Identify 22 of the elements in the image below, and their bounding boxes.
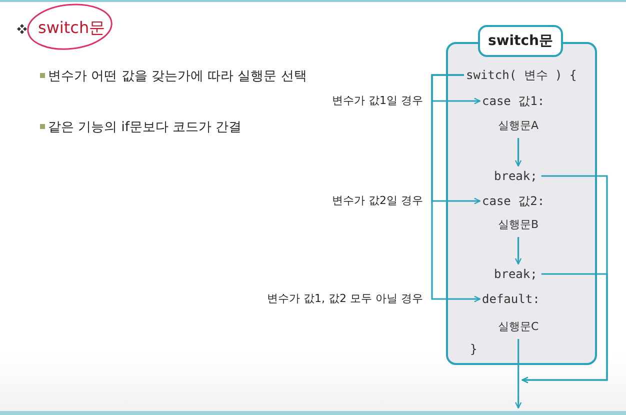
code-line: break; xyxy=(494,168,538,184)
arrow xyxy=(522,273,608,384)
arrow xyxy=(514,339,522,409)
code-line: case 값1: xyxy=(482,93,545,109)
bullet-text: 같은 기능의 if문보다 코드가 간결 xyxy=(48,119,242,136)
edge-label: 변수가 값1일 경우 xyxy=(331,94,424,108)
statement-text: 실행문B xyxy=(498,217,539,233)
code-line: case 값2: xyxy=(482,193,545,209)
code-line: } xyxy=(470,341,478,357)
edge-label: 변수가 값2일 경우 xyxy=(331,194,424,208)
panel-heading: switch문 xyxy=(478,25,563,57)
slide-title: switch문 xyxy=(38,18,106,39)
bullet-text: 변수가 어떤 값을 갖는가에 따라 실행문 선택 xyxy=(48,68,307,85)
arrow xyxy=(514,237,522,265)
arrow xyxy=(514,138,522,167)
code-line: default: xyxy=(482,291,540,307)
arrow xyxy=(431,74,481,302)
statement-text: 실행문A xyxy=(498,118,539,134)
statement-text: 실행문C xyxy=(498,319,539,335)
code-line: break; xyxy=(494,266,538,282)
edge-label: 변수가 값1, 값2 모두 아닐 경우 xyxy=(266,292,424,306)
code-line: switch( 변수 ) { xyxy=(466,67,577,83)
